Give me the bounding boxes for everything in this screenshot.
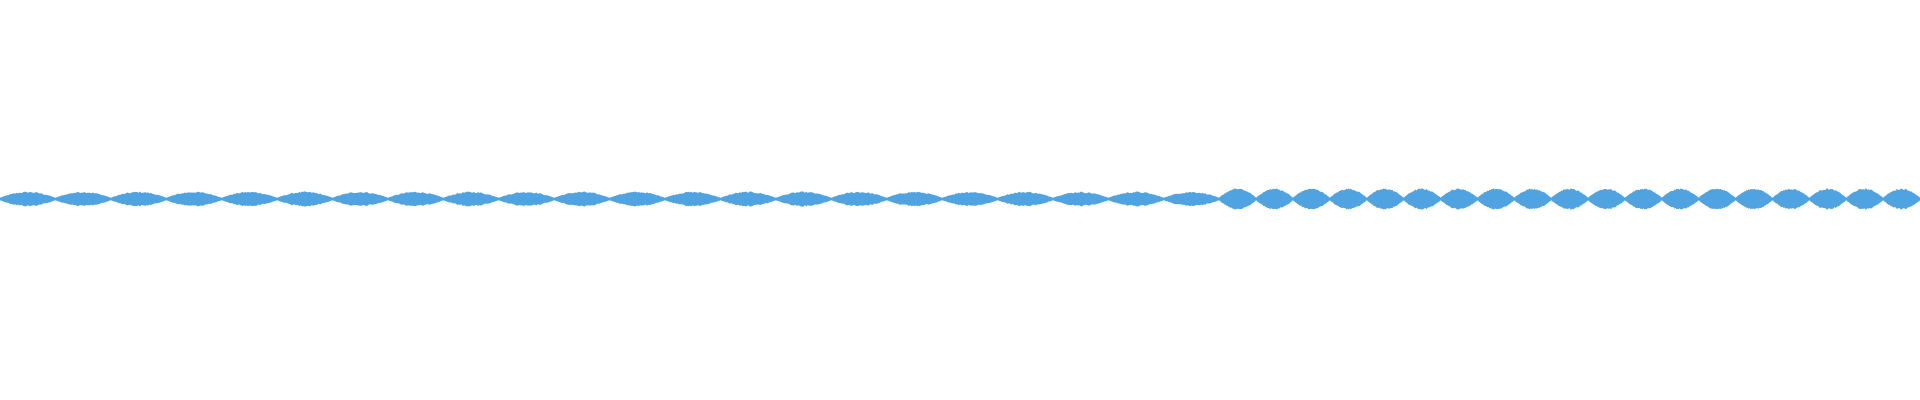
waveform-trace [0, 188, 1920, 210]
waveform-baseline [0, 198, 1920, 200]
